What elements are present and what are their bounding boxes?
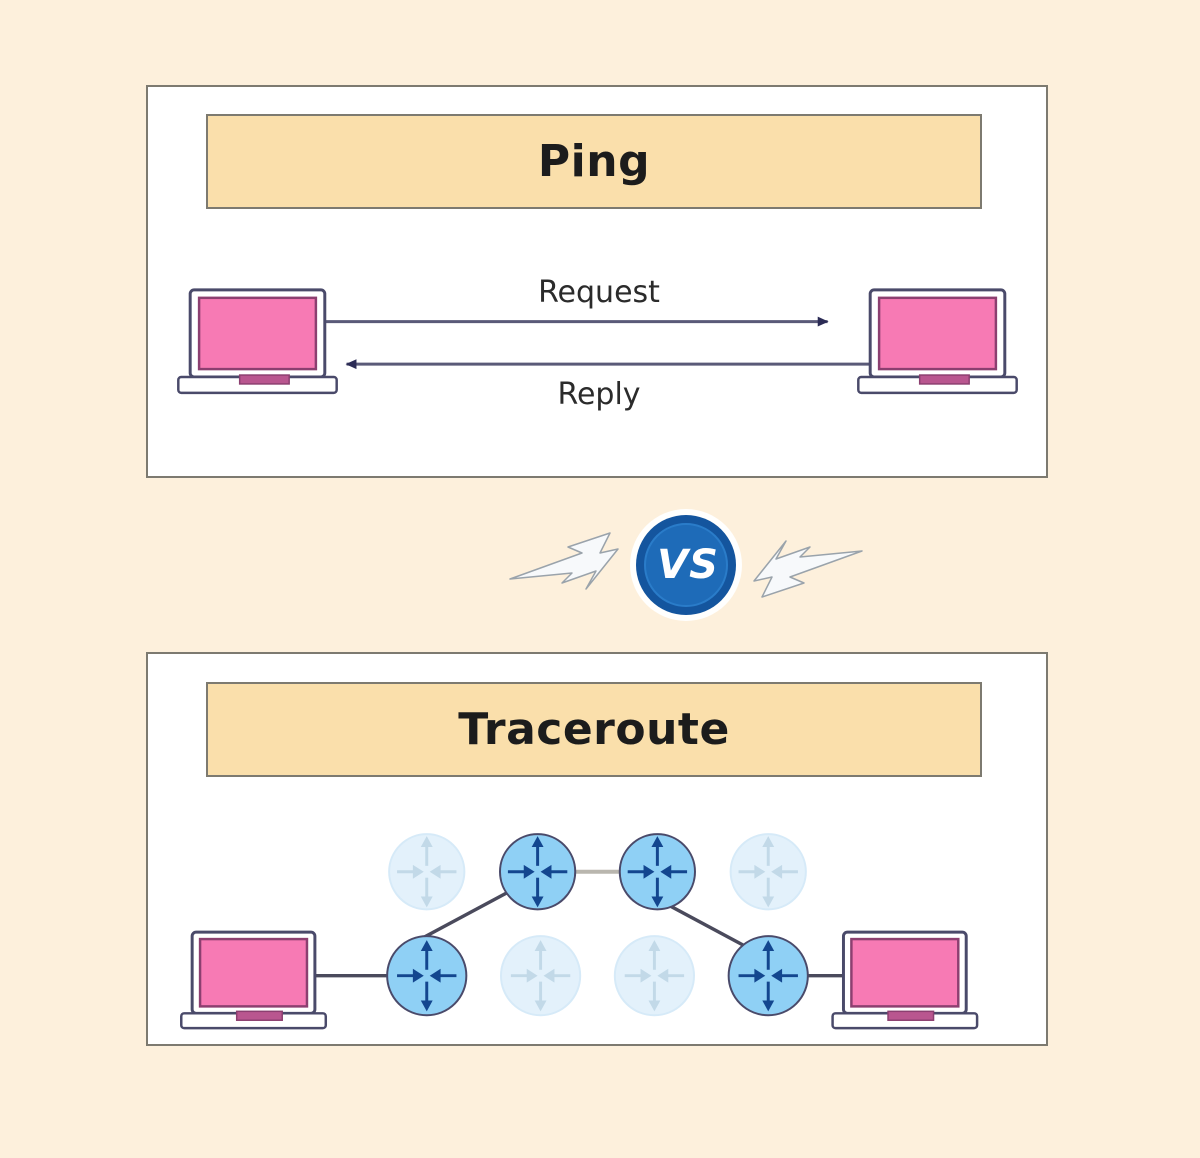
ping-title-bar: Ping	[206, 114, 982, 209]
request-label: Request	[538, 275, 660, 310]
traceroute-graphics-layer	[180, 833, 979, 1030]
vs-badge-circle	[645, 524, 727, 606]
router-r-top-1	[388, 833, 466, 911]
vs-badge: VS	[500, 505, 872, 625]
traceroute-source-laptop	[180, 930, 328, 1030]
traceroute-title-text: Traceroute	[458, 703, 730, 755]
router-r-bot-4	[727, 935, 809, 1017]
vs-badge-inner-highlight	[644, 523, 728, 607]
ping-destination-laptop	[857, 288, 1018, 395]
router-r-bot-1	[386, 935, 468, 1017]
vs-badge-graphics	[509, 509, 863, 621]
traceroute-title-bar: Traceroute	[206, 682, 982, 777]
reply-label: Reply	[557, 377, 641, 412]
router-r-top-4	[729, 833, 807, 911]
traceroute-panel: Traceroute	[146, 652, 1048, 1046]
lightning-bolt-left-icon	[509, 532, 619, 590]
router-r-bot-3	[613, 935, 695, 1017]
traceroute-destination-laptop	[831, 930, 979, 1030]
ping-title-text: Ping	[537, 135, 651, 187]
lightning-bolt-right-icon	[753, 540, 863, 598]
router-r-top-2	[499, 833, 577, 911]
ping-panel: Ping Request Reply	[146, 85, 1048, 478]
router-r-bot-2	[499, 935, 582, 1017]
ping-graphics-layer	[177, 288, 1018, 395]
ping-source-laptop	[177, 288, 338, 395]
router-r-top-3	[618, 833, 696, 911]
